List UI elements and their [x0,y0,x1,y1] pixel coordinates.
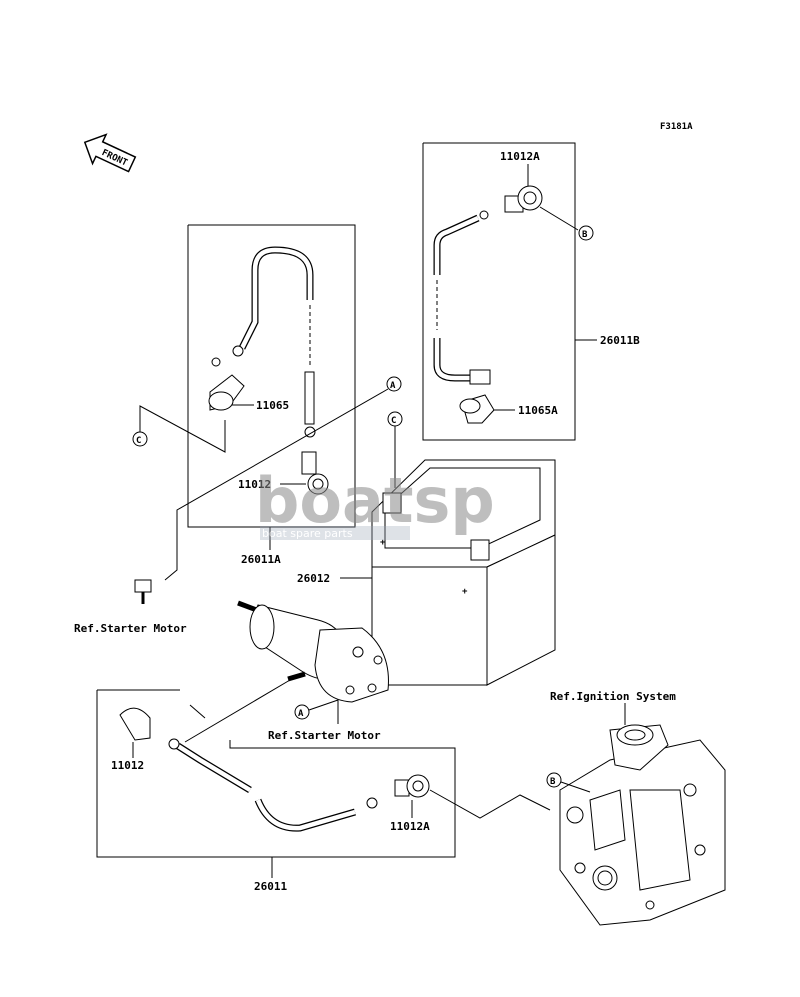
callout-b-lower: B [546,772,562,788]
callout-a-upper: A [386,376,402,392]
ref-starter-motor-center: Ref.Starter Motor [268,729,381,742]
svg-text:B: B [550,777,556,787]
ref-ignition-system: Ref.Ignition System [550,690,676,703]
battery: + + [371,459,556,686]
label-11012-mid: 11012 [238,478,271,491]
label-26012: 26012 [297,572,330,585]
front-arrow-icon: FRONT [83,133,137,173]
label-26011A: 26011A [241,553,281,566]
starter-motor [237,600,389,703]
svg-text:B: B [582,230,588,240]
label-11012A-top: 11012A [500,150,540,163]
bolt-icon [134,579,152,604]
watermark: boatsp boat spare parts [255,464,495,540]
callout-a-lower: A [294,704,310,720]
svg-text:C: C [136,436,141,446]
label-11065A: 11065A [518,404,558,417]
svg-text:+: + [380,538,386,548]
watermark-tagline: boat spare parts [262,527,353,540]
label-11065: 11065 [256,399,289,412]
cable-group-26011 [96,679,456,858]
figure-code: F3181A [660,122,693,132]
svg-text:+: + [462,587,468,597]
svg-text:A: A [298,709,304,719]
label-26011B: 26011B [600,334,640,347]
label-11012-low: 11012 [111,759,144,772]
cable-group-26011B [422,142,576,441]
svg-text:A: A [390,381,396,391]
callout-c-battery: C [387,411,403,427]
label-11012A-low: 11012A [390,820,430,833]
watermark-brand: boatsp [255,464,495,537]
label-26011: 26011 [254,880,287,893]
ref-starter-motor-left: Ref.Starter Motor [74,622,187,635]
callout-c-left: C [132,431,148,447]
svg-text:C: C [391,416,396,426]
callout-b-top: B [578,225,594,241]
cable-group-26011A [187,224,356,528]
ignition-housing [559,724,726,926]
